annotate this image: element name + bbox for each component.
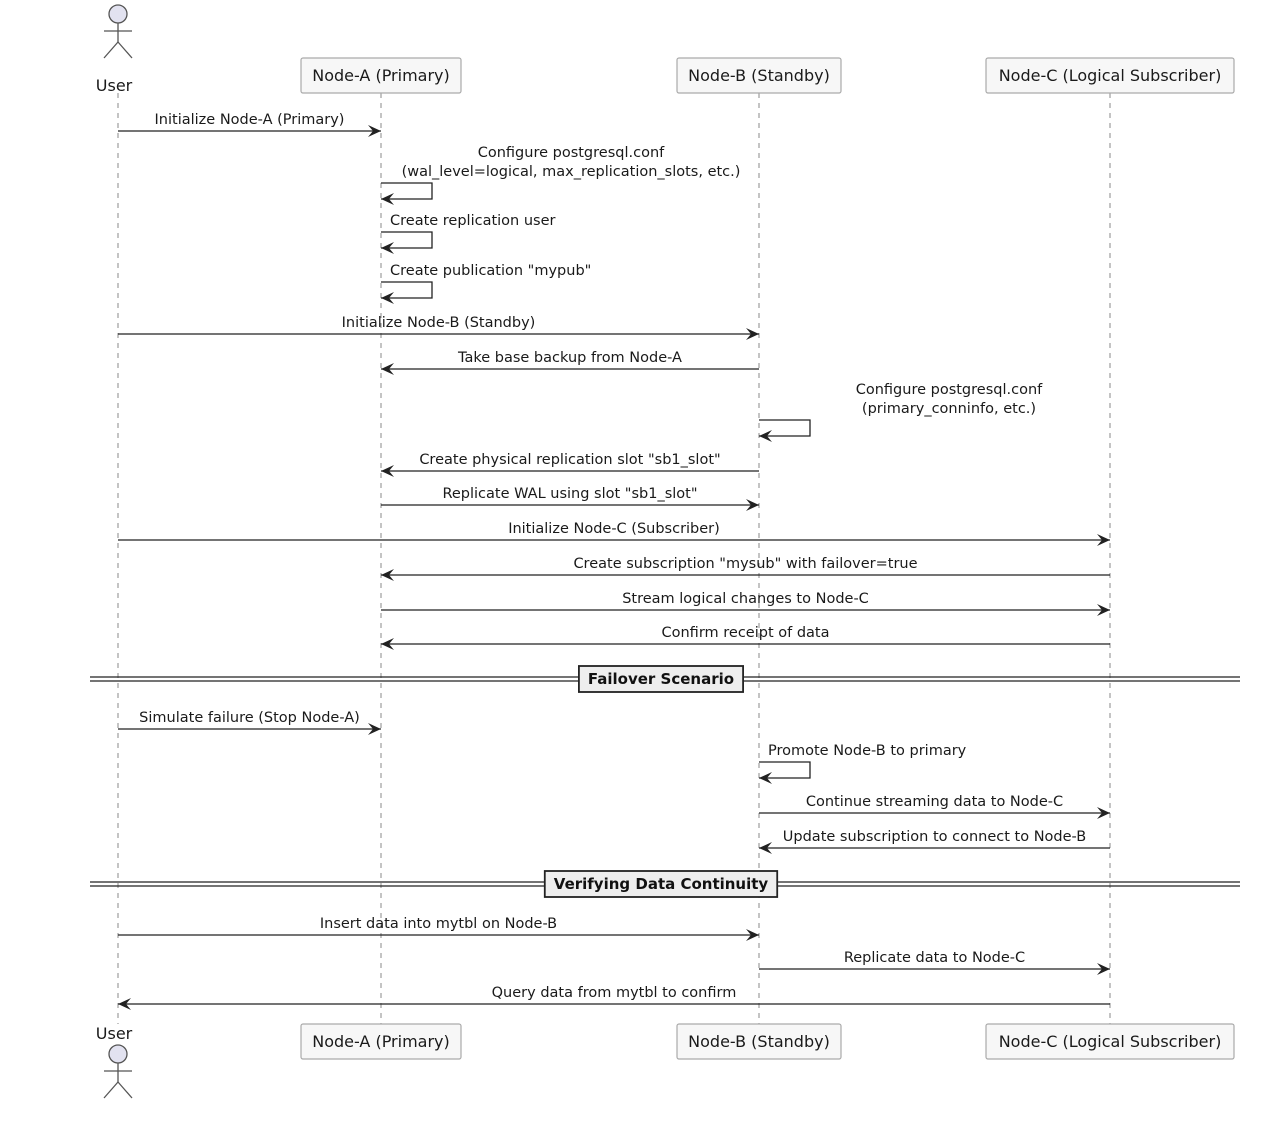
self-message-label: (wal_level=logical, max_replication_slot…	[402, 164, 741, 180]
self-message-arrow	[381, 281, 433, 304]
message-c-to-user: Query data from mytbl to confirm	[118, 985, 1110, 1010]
participant-b-bottom: Node-B (Standby)	[676, 1023, 842, 1060]
message-user-to-a: Simulate failure (Stop Node-A)	[118, 710, 381, 735]
self-message-a: Create replication user	[381, 213, 556, 254]
message-label: Continue streaming data to Node-C	[806, 794, 1063, 810]
message-user-to-b: Initialize Node-B (Standby)	[118, 315, 759, 340]
participant-label: User	[96, 76, 133, 95]
participant-box	[300, 1023, 462, 1060]
actor-leg-left	[103, 41, 119, 59]
message-label: Update subscription to connect to Node-B	[783, 829, 1086, 845]
message-a-to-c: Stream logical changes to Node-C	[381, 591, 1110, 616]
self-message-arrow	[381, 182, 433, 205]
self-message-label: Configure postgresql.conf	[478, 145, 665, 161]
message-c-to-b: Update subscription to connect to Node-B	[759, 829, 1110, 854]
self-message-a: Create publication "mypub"	[381, 263, 591, 304]
divider: Failover Scenario	[90, 665, 1240, 693]
message-label: Simulate failure (Stop Node-A)	[139, 710, 360, 726]
self-message-label: Configure postgresql.conf	[856, 382, 1043, 398]
participant-label: Node-C (Logical Subscriber)	[999, 66, 1222, 85]
message-label: Initialize Node-B (Standby)	[342, 315, 536, 331]
actor-head-icon	[108, 4, 128, 24]
message-b-to-c: Replicate data to Node-C	[759, 950, 1110, 975]
participant-label: Node-B (Standby)	[688, 66, 830, 85]
message-label: Confirm receipt of data	[662, 625, 830, 641]
participant-box	[676, 57, 842, 94]
message-b-to-a: Take base backup from Node-A	[381, 350, 759, 375]
participant-box	[676, 1023, 842, 1060]
message-label: Query data from mytbl to confirm	[492, 985, 737, 1001]
message-label: Create physical replication slot "sb1_sl…	[419, 452, 720, 468]
message-label: Initialize Node-A (Primary)	[155, 112, 345, 128]
self-message-a: Configure postgresql.conf (wal_level=logi…	[381, 145, 741, 205]
self-message-arrow	[759, 419, 811, 442]
participant-b-top: Node-B (Standby)	[676, 57, 842, 94]
self-message-label: (primary_conninfo, etc.)	[862, 401, 1036, 417]
divider-label: Failover Scenario	[588, 670, 734, 688]
self-message-arrow	[381, 231, 433, 254]
participant-label: User	[96, 1024, 133, 1043]
message-label: Insert data into mytbl on Node-B	[320, 916, 557, 932]
actor-head-icon	[108, 1044, 128, 1064]
divider-label: Verifying Data Continuity	[554, 875, 769, 893]
participant-label: Node-C (Logical Subscriber)	[999, 1032, 1222, 1051]
message-user-to-b: Insert data into mytbl on Node-B	[118, 916, 759, 941]
divider: Verifying Data Continuity	[90, 870, 1240, 898]
self-message-b: Promote Node-B to primary	[759, 743, 967, 784]
message-c-to-a: Confirm receipt of data	[381, 625, 1110, 650]
message-b-to-a: Create physical replication slot "sb1_sl…	[381, 452, 759, 477]
message-label: Create subscription "mysub" with failove…	[573, 556, 917, 572]
actor-user-top: User	[96, 4, 133, 95]
divider-box	[578, 665, 744, 693]
message-label: Replicate WAL using slot "sb1_slot"	[442, 486, 697, 502]
participant-box	[300, 57, 462, 94]
message-user-to-c: Initialize Node-C (Subscriber)	[118, 521, 1110, 546]
message-b-to-c: Continue streaming data to Node-C	[759, 794, 1110, 819]
participant-label: Node-A (Primary)	[312, 1032, 450, 1051]
actor-leg-right	[117, 1081, 133, 1099]
participant-a-bottom: Node-A (Primary)	[300, 1023, 462, 1060]
message-a-to-b: Replicate WAL using slot "sb1_slot"	[381, 486, 759, 511]
divider-box	[543, 870, 779, 898]
messages: Initialize Node-A (Primary) Configure pos…	[90, 112, 1240, 1010]
actor-leg-left	[103, 1081, 119, 1099]
participant-a-top: Node-A (Primary)	[300, 57, 462, 94]
participant-label: Node-B (Standby)	[688, 1032, 830, 1051]
actor-user-bottom: User	[96, 1024, 133, 1099]
participant-box	[985, 1023, 1235, 1060]
self-message-label: Promote Node-B to primary	[768, 743, 967, 759]
message-label: Replicate data to Node-C	[844, 950, 1025, 966]
self-message-label: Create replication user	[390, 213, 556, 229]
actor-leg-right	[117, 41, 133, 59]
message-label: Stream logical changes to Node-C	[622, 591, 869, 607]
message-label: Initialize Node-C (Subscriber)	[508, 521, 720, 537]
participant-c-top: Node-C (Logical Subscriber)	[985, 57, 1235, 94]
self-message-b: Configure postgresql.conf (primary_connin…	[759, 382, 1043, 442]
participant-box	[985, 57, 1235, 94]
self-message-arrow	[759, 761, 811, 784]
message-user-to-a: Initialize Node-A (Primary)	[118, 112, 381, 137]
participant-label: Node-A (Primary)	[312, 66, 450, 85]
participant-c-bottom: Node-C (Logical Subscriber)	[985, 1023, 1235, 1060]
message-c-to-a: Create subscription "mysub" with failove…	[381, 556, 1110, 581]
message-label: Take base backup from Node-A	[457, 350, 682, 366]
self-message-label: Create publication "mypub"	[390, 263, 591, 279]
